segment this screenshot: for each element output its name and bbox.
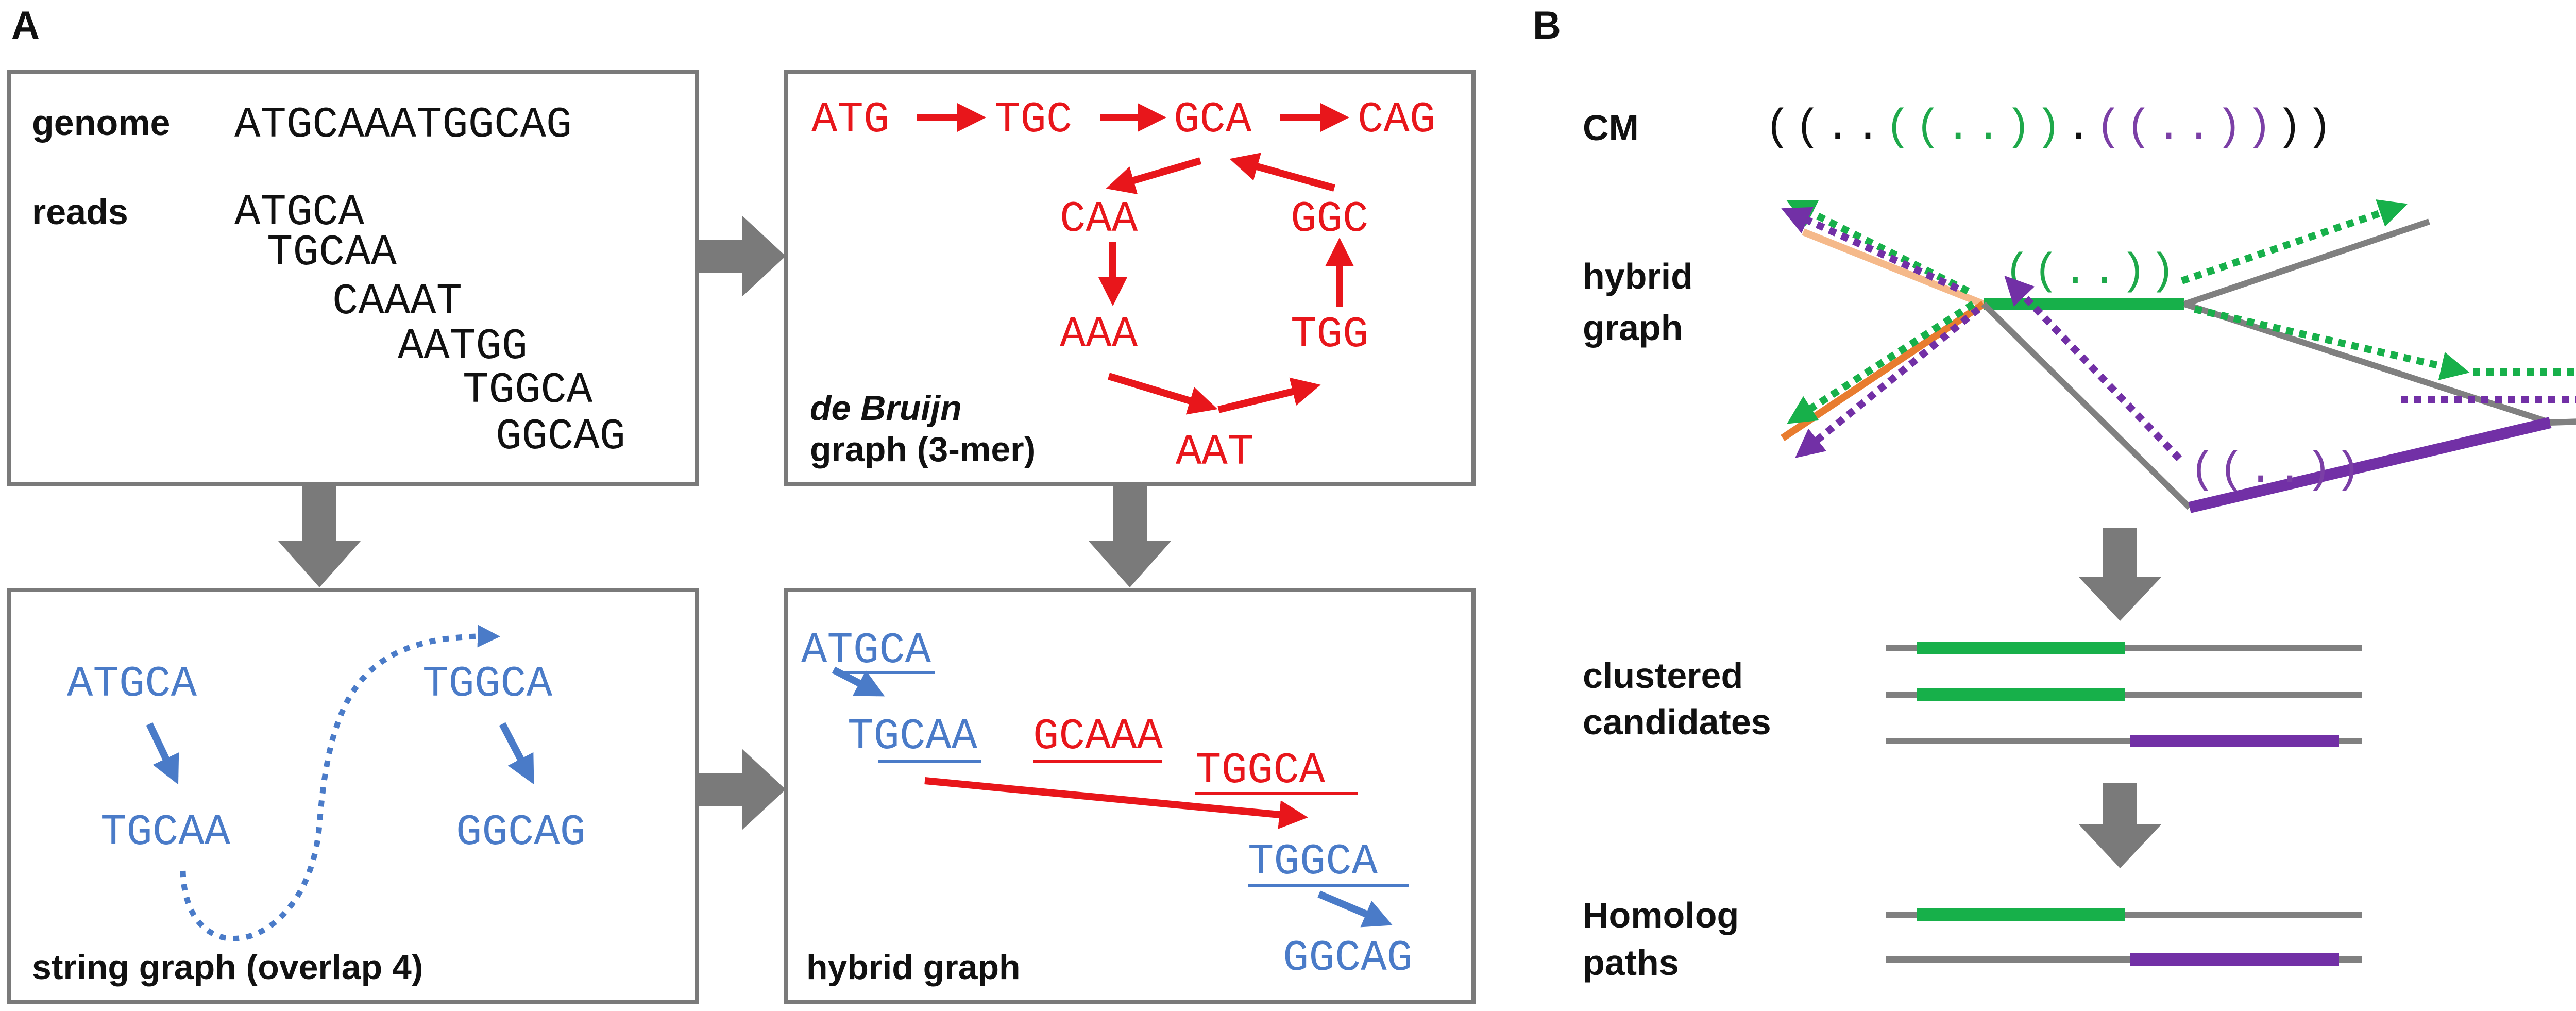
string-overlap-edge xyxy=(180,625,500,941)
clustered-candidates xyxy=(1886,642,2362,747)
genome-label: genome xyxy=(32,103,170,143)
clustered-label-1: clustered xyxy=(1583,655,1743,696)
cm-structure: ((..((..)).((..)))) xyxy=(1765,104,2336,153)
purple-motif-label: ((..)) xyxy=(2190,446,2364,495)
arrow-genome-to-string xyxy=(278,484,361,587)
hybrid-edge-blue-1 xyxy=(832,666,885,697)
node-cag: CAG xyxy=(1358,96,1435,145)
node-aaa: AAA xyxy=(1060,311,1138,360)
panel-a-label: A xyxy=(11,4,40,47)
read-3: CAAAT xyxy=(332,278,462,327)
purple-arrow-up xyxy=(2004,275,2182,461)
panel-b-label: B xyxy=(1533,4,1561,47)
node-atg: ATG xyxy=(811,96,889,145)
genome-reads-box: genome ATGCAAATGGCAG reads ATGCA TGCAA C… xyxy=(7,70,699,486)
edge-aat-tgg xyxy=(1217,377,1321,413)
string-edge-2 xyxy=(499,722,534,785)
purple-arrow-upleft xyxy=(1781,207,1959,292)
homolog-label-1: Homolog xyxy=(1583,895,1739,935)
reads-label: reads xyxy=(32,192,128,232)
read-5: TGGCA xyxy=(463,366,593,415)
cm-part-5: ((..)) xyxy=(2096,104,2276,153)
edge-aaa-aat xyxy=(1107,373,1218,415)
edge-gray-tail xyxy=(2550,418,2576,426)
debruijn-caption-italic: de Bruijn xyxy=(810,389,962,428)
node-ggc: GGC xyxy=(1291,195,1368,244)
read-6: GGCAG xyxy=(496,413,625,462)
string-edge-1 xyxy=(146,722,179,785)
node-tgg: TGG xyxy=(1291,311,1368,360)
hybrid-edge-blue-2 xyxy=(1317,890,1393,928)
node-tgc: TGC xyxy=(994,96,1072,145)
hybrid-edge-red xyxy=(924,777,1308,829)
string-graph-caption: string graph (overlap 4) xyxy=(32,948,423,987)
edge-orange xyxy=(1781,301,1986,441)
homolog-label-2: paths xyxy=(1583,942,1679,983)
green-arrow-downleft xyxy=(1787,301,1975,424)
cm-part-6: )) xyxy=(2276,104,2336,153)
hybrid-graph-label-2: graph xyxy=(1583,308,1683,348)
hybrid-red-gcaaa: GCAAA xyxy=(1033,713,1163,762)
edge-gray-down xyxy=(1981,301,2192,510)
read-4: AATGG xyxy=(398,323,528,372)
cm-part-1: (( xyxy=(1765,104,1825,153)
green-arrow-right xyxy=(2194,306,2470,380)
clustered-label-2: candidates xyxy=(1583,702,1771,742)
edge-gca-caa xyxy=(1106,157,1201,195)
hybrid-read-tggca: TGGCA xyxy=(1248,838,1378,887)
arrow-clusters-to-homologs xyxy=(2079,783,2161,868)
edge-gray-right xyxy=(2183,301,2551,426)
hybrid-graph-caption: hybrid graph xyxy=(806,948,1021,987)
node-caa: CAA xyxy=(1060,195,1138,244)
hybrid-read-ggcag: GGCAG xyxy=(1283,934,1413,983)
hybrid-read-tgcaa: TGCAA xyxy=(848,713,978,762)
hybrid-graph-drawing: ((..)) ((..)) xyxy=(1781,199,2576,513)
arrow-genome-to-debruijn xyxy=(697,215,786,297)
read-2: TGCAA xyxy=(267,229,397,278)
string-node-tggca: TGGCA xyxy=(422,660,553,709)
debruijn-caption: graph (3-mer) xyxy=(810,430,1036,469)
edge-gray-upper xyxy=(2183,218,2430,307)
purple-arrow-downleft xyxy=(1795,306,1981,458)
green-arrow-upleft xyxy=(1786,200,1970,295)
edge-orange-light xyxy=(1802,228,1985,308)
cm-part-4: . xyxy=(2065,104,2095,153)
arrow-graph-to-clusters xyxy=(2079,528,2161,621)
string-node-tgcaa: TGCAA xyxy=(100,808,231,857)
hybrid-graph-label-1: hybrid xyxy=(1583,256,1693,296)
cm-part-2: .. xyxy=(1825,104,1885,153)
green-motif-label: ((..)) xyxy=(2004,248,2178,297)
edge-ggc-gca xyxy=(1229,153,1335,192)
hybrid-read-atgca: ATGCA xyxy=(801,627,931,676)
node-gca: GCA xyxy=(1174,96,1252,145)
green-arrow-upright xyxy=(2180,199,2408,284)
arrow-string-to-hybrid xyxy=(697,749,786,830)
debruijn-box: ATG TGC GCA CAG GGC CAA AAA TGG AAT de B… xyxy=(784,70,1476,486)
string-node-ggcag: GGCAG xyxy=(456,808,586,857)
node-aat: AAT xyxy=(1176,428,1253,477)
read-1: ATGCA xyxy=(234,189,365,238)
string-graph-box: ATGCA TGCAA TGGCA GGCAG string graph (ov… xyxy=(7,588,699,1004)
homolog-paths xyxy=(1886,908,2362,966)
hybrid-red-tggca: TGGCA xyxy=(1195,747,1326,796)
cm-part-3: ((..)) xyxy=(1885,104,2065,153)
string-node-atgca: ATGCA xyxy=(67,660,197,709)
arrow-debruijn-to-hybrid xyxy=(1089,484,1171,587)
cm-label: CM xyxy=(1583,108,1639,148)
genome-sequence: ATGCAAATGGCAG xyxy=(234,101,572,150)
hybrid-graph-box: ATGCA TGCAA GCAAA TGGCA TGGCA GGCAG hybr… xyxy=(784,588,1476,1004)
edge-purple-motif xyxy=(2188,417,2552,513)
